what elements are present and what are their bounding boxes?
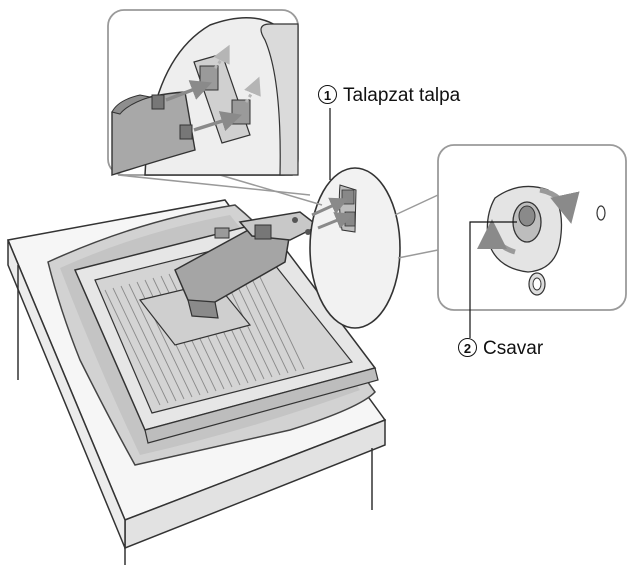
callout-stand-base: 1 Talapzat talpa [318, 85, 460, 107]
callout-text-1: Talapzat talpa [343, 85, 461, 106]
monitor-back [73, 221, 379, 444]
callout-number-1: 1 [318, 85, 337, 104]
stand-base-disc [309, 167, 401, 329]
callout-leaders [329, 108, 517, 338]
detail-panel-right [394, 144, 627, 311]
detail-panel-top [107, 9, 323, 206]
callout-number-2: 2 [458, 338, 477, 357]
callout-screw: 2 Csavar [458, 338, 543, 360]
callout-text-2: Csavar [483, 338, 544, 359]
stand-arm [174, 211, 320, 319]
